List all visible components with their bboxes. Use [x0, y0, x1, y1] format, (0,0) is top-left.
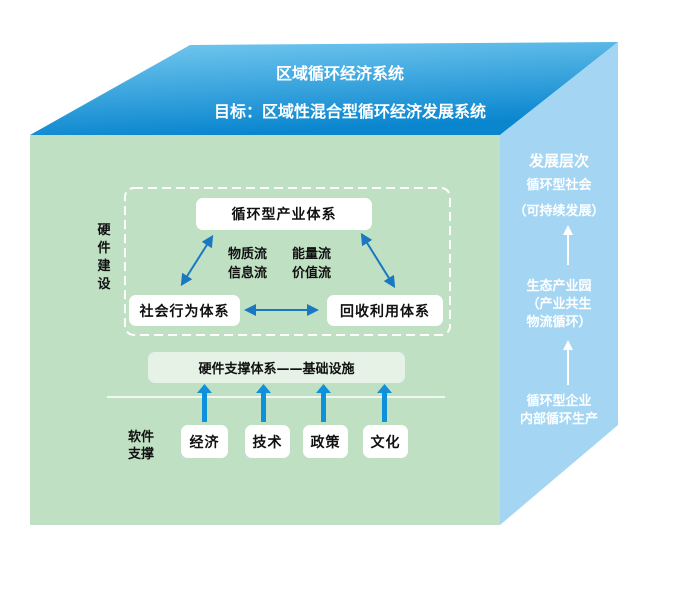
social-behavior-box: 社会行为体系: [129, 295, 240, 326]
software-item-economy: 经济: [181, 425, 228, 458]
software-label-line2: 支撑: [128, 447, 155, 462]
support-arrow: [197, 384, 212, 422]
hardware-dashed-frame: [124, 187, 451, 336]
level1-line1: 循环型企业: [526, 394, 592, 409]
infrastructure-box: 硬件支撑体系——基础设施: [148, 352, 405, 383]
bidirectional-arrow-right: [360, 232, 396, 289]
support-arrows: [197, 384, 392, 422]
support-arrow: [316, 384, 331, 422]
recycling-system-box: 回收利用体系: [327, 295, 443, 326]
industry-system-box: 循环型产业体系: [196, 198, 372, 230]
cube-top-face: [30, 42, 618, 135]
level3-line1: 循环型社会: [526, 178, 592, 193]
level1-line2: 内部循环生产: [519, 412, 598, 427]
levels-title: 发展层次: [528, 152, 589, 170]
level2-line1: 生态产业园: [526, 279, 592, 294]
software-item-culture: 文化: [363, 425, 408, 458]
cube-front-face: [30, 135, 500, 525]
hardware-label: 硬件建设: [97, 223, 111, 292]
cube-side-face: [500, 42, 618, 525]
system-goal: 目标：区域性混合型循环经济发展系统: [213, 102, 486, 121]
flow-material: 物质流: [228, 247, 268, 262]
bidirectional-arrow-left: [180, 234, 214, 287]
level2-line2: （产业共生: [526, 297, 592, 312]
flow-energy: 能量流: [292, 247, 332, 262]
level3-line2: （可持续发展）: [513, 204, 605, 219]
flow-value: 价值流: [292, 266, 332, 281]
support-arrow: [377, 384, 392, 422]
software-item-policy: 政策: [303, 425, 348, 458]
level2-line3: 物流循环）: [526, 315, 592, 330]
support-arrow: [256, 384, 271, 422]
flow-information: 信息流: [228, 266, 268, 281]
system-title: 区域循环经济系统: [275, 64, 404, 83]
software-label-line1: 软件: [128, 430, 155, 445]
software-item-technology: 技术: [245, 425, 290, 458]
